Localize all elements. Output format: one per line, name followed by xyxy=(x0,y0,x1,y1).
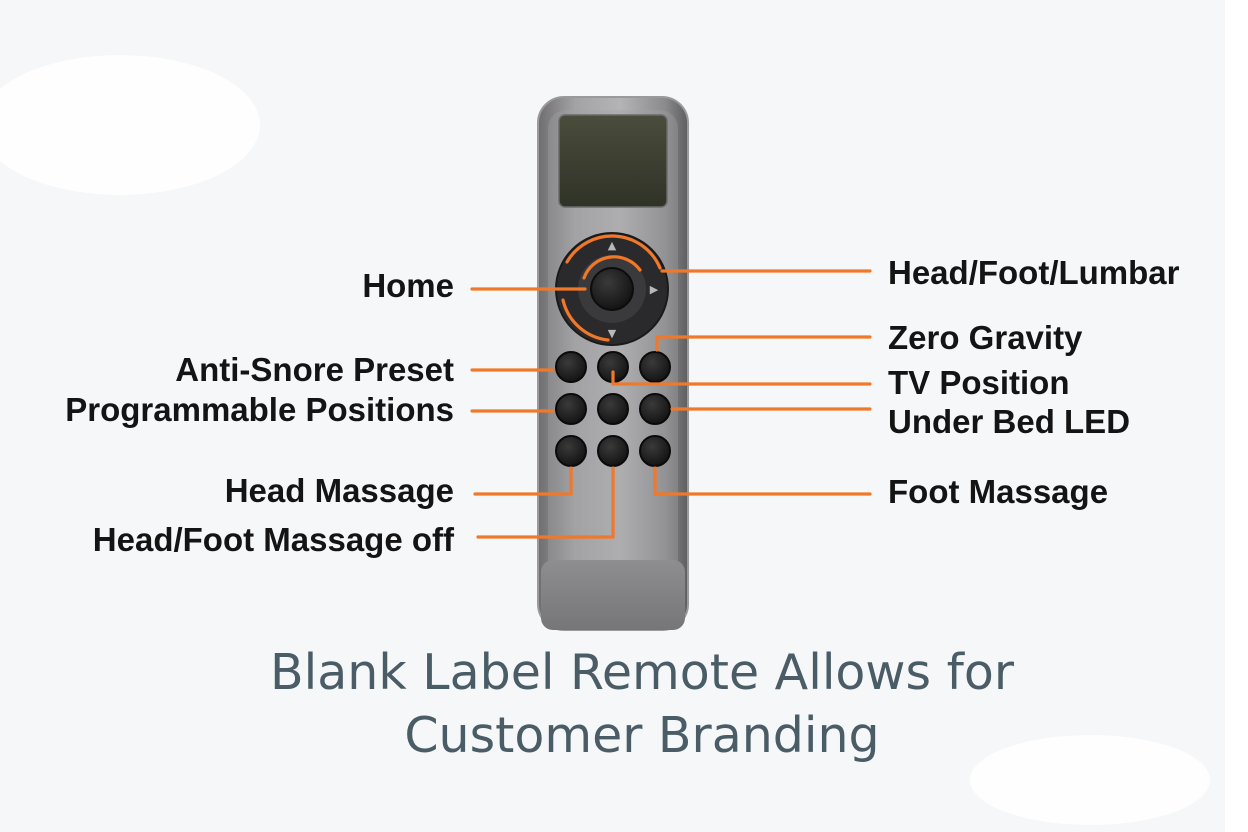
dpad-highlight-arc-lower xyxy=(561,298,610,342)
label-tv-position: TV Position xyxy=(888,364,1070,401)
label-massage-off: Head/Foot Massage off xyxy=(93,521,455,558)
label-programmable: Programmable Positions xyxy=(65,391,454,428)
home-button[interactable] xyxy=(590,267,634,311)
dpad-down-icon[interactable]: ▼ xyxy=(608,327,617,340)
caption-line-2: Customer Branding xyxy=(404,707,879,764)
under-bed-led-button[interactable] xyxy=(639,393,671,425)
foot-massage-button[interactable] xyxy=(639,435,671,467)
label-zero-gravity: Zero Gravity xyxy=(888,319,1083,356)
programmable-button-2[interactable] xyxy=(597,393,629,425)
blank-label-area xyxy=(541,560,685,630)
label-foot-massage: Foot Massage xyxy=(888,473,1108,510)
leader-massage-off xyxy=(476,466,615,539)
caption-line-1: Blank Label Remote Allows for xyxy=(270,644,1015,701)
label-under-bed-led: Under Bed LED xyxy=(888,403,1130,440)
dpad-right-icon[interactable]: ▶ xyxy=(650,283,659,296)
massage-off-button[interactable] xyxy=(597,435,629,467)
label-head-massage: Head Massage xyxy=(225,472,454,509)
lcd-screen xyxy=(558,114,668,208)
dpad[interactable]: ▲ ▼ ▶ xyxy=(555,232,669,346)
dpad-up-icon[interactable]: ▲ xyxy=(608,239,617,252)
keypad[interactable] xyxy=(555,351,671,467)
leader-zero-gravity xyxy=(655,335,872,352)
label-anti-snore: Anti-Snore Preset xyxy=(175,351,454,388)
dpad-highlight-arc xyxy=(565,234,662,270)
anti-snore-button[interactable] xyxy=(555,351,587,383)
label-home: Home xyxy=(362,267,454,304)
left-labels: Home Anti-Snore Preset Programmable Posi… xyxy=(65,267,455,558)
home-highlight-arc xyxy=(582,255,642,280)
label-head-foot-lumbar: Head/Foot/Lumbar xyxy=(888,254,1180,291)
caption: Blank Label Remote Allows for Customer B… xyxy=(270,644,1015,764)
zero-gravity-button[interactable] xyxy=(639,351,671,383)
leader-foot-massage xyxy=(653,466,872,496)
leader-tv-position xyxy=(611,370,872,386)
right-labels: Head/Foot/Lumbar Zero Gravity TV Positio… xyxy=(888,254,1180,510)
programmable-button[interactable] xyxy=(555,393,587,425)
remote-control: ▲ ▼ ▶ xyxy=(537,96,689,631)
leader-lines xyxy=(470,269,872,539)
leader-head-massage xyxy=(473,466,573,496)
head-massage-button[interactable] xyxy=(555,435,587,467)
